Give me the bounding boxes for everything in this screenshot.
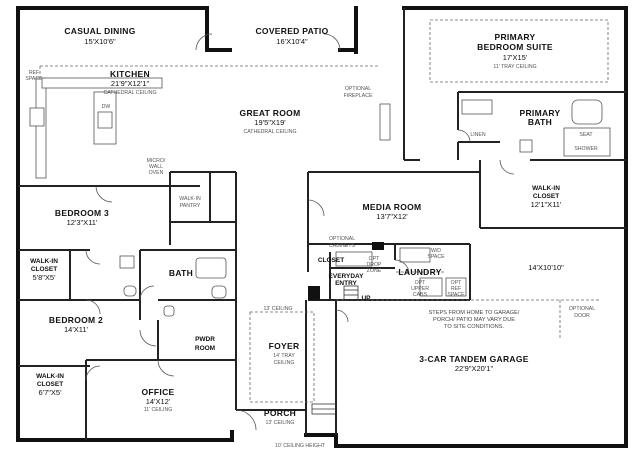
optional-door-label-1: OPTIONAL (569, 306, 595, 312)
micro-label-3: OVEN (149, 170, 164, 176)
laundry-name: LAUNDRY (398, 267, 441, 277)
primary-suite-name-2: BEDROOM SUITE (477, 42, 553, 52)
opt-drop-label-1: OPT (369, 256, 380, 262)
optional-fireplace-label-2: FIREPLACE (344, 93, 373, 99)
casual-dining-dim: 15'X10'6" (84, 37, 116, 46)
kitchen-dim: 21'9"X12'1" (111, 79, 150, 88)
pwdr-name-1: PWDR (195, 336, 215, 343)
great-room-dim: 19'5"X19' (254, 118, 286, 127)
optional-door-label-2: DOOR (574, 313, 590, 319)
primary-suite-note: 11' TRAY CEILING (493, 64, 536, 70)
porch-name: PORCH (264, 408, 296, 418)
ceiling-height-note: 10' CEILING HEIGHT (275, 443, 326, 449)
covered-patio-dim: 16'X10'4" (276, 37, 308, 46)
walkin-primary-name-1: WALK-IN (532, 185, 560, 192)
media-room-dim: 13'7"X12' (376, 212, 408, 221)
steps-note-1: STEPS FROM HOME TO GARAGE/ (429, 310, 520, 316)
kitchen-name: KITCHEN (110, 69, 150, 79)
dw-label: DW (102, 104, 111, 110)
steps-note-3: TO SITE CONDITIONS. (444, 324, 504, 330)
stairs (311, 285, 359, 415)
office-dim: 14'X12' (146, 397, 171, 406)
micro-label-1: MICRO/ (147, 158, 166, 164)
everyday-entry-name-1: EVERYDAY (329, 273, 365, 280)
linen-label: LINEN (470, 132, 486, 138)
fixtures (29, 77, 611, 317)
bedroom3-name: BEDROOM 3 (55, 208, 109, 218)
opt-ref-label-3: SPACE (447, 292, 465, 298)
room-labels: CASUAL DINING 15'X10'6" COVERED PATIO 16… (30, 26, 564, 426)
foyer-name: FOYER (269, 341, 300, 351)
ref-space-label-2: SPACE (25, 76, 43, 82)
seat-label: SEAT (579, 132, 593, 138)
walkin-pantry-name-1: WALK-IN (179, 196, 201, 202)
opt-drop-label-2: DROP (367, 262, 383, 268)
covered-patio-name: COVERED PATIO (255, 26, 328, 36)
great-room-name: GREAT ROOM (240, 108, 301, 118)
wall-accents (308, 242, 384, 300)
closet-name: CLOSET (318, 257, 344, 264)
great-room-note: CATHEDRAL CEILING (243, 129, 296, 135)
walkin-6-name-1: WALK-IN (36, 373, 64, 380)
shower-label: SHOWER (574, 146, 598, 152)
opt-ref-label-2: REF (451, 286, 461, 292)
bedroom2-dim: 14'X11' (64, 325, 89, 334)
casual-dining-name: CASUAL DINING (64, 26, 135, 36)
media-room-name: MEDIA ROOM (363, 202, 422, 212)
walkin-pantry-name-2: PANTRY (180, 203, 201, 209)
primary-suite-dim: 17'X15' (503, 53, 528, 62)
garage-name: 3-CAR TANDEM GARAGE (419, 354, 528, 364)
opt-drop-label-3: ZONE (367, 268, 382, 274)
opt-ref-label-1: OPT (451, 280, 462, 286)
primary-bath-name-2: BATH (528, 117, 552, 127)
walkin-primary-dim: 12'1"X11' (531, 200, 562, 209)
office-note: 11' CEILING (144, 407, 173, 413)
primary-bath-name-1: PRIMARY (520, 108, 561, 118)
bedroom2-name: BEDROOM 2 (49, 315, 103, 325)
opt-upper-label-2: UPPER (411, 286, 429, 292)
up-label: UP (361, 295, 371, 302)
opt-upper-label-3: CABS (413, 292, 428, 298)
ref-space-label-1: REF (29, 70, 39, 76)
walkin-6-dim: 6'7"X5' (38, 388, 62, 397)
kitchen-note: CATHEDRAL CEILING (103, 90, 156, 96)
exterior-walls (16, 6, 628, 448)
door-swings (85, 33, 515, 431)
garage-bay-dim: 14'X10'10" (528, 263, 564, 272)
optional-cabinets-label-2: CABINETS (329, 243, 355, 249)
porch-note: 13' CEILING (266, 420, 295, 426)
foyer-note-2: CEILING (274, 360, 295, 366)
walkin-6-name-2: CLOSET (37, 381, 63, 388)
steps-note-2: PORCH/ PATIO MAY VARY DUE (433, 317, 515, 323)
wd-label-2: SPACE (427, 254, 445, 260)
walkin-primary-name-2: CLOSET (533, 193, 559, 200)
walkin-5-name-2: CLOSET (31, 266, 57, 273)
office-name: OFFICE (142, 387, 175, 397)
foyer-note-1: 14' TRAY (273, 353, 295, 359)
optional-cabinets-label-1: OPTIONAL (329, 236, 355, 242)
opt-upper-label-1: OPT (415, 280, 426, 286)
micro-label-2: WALL (149, 164, 163, 170)
everyday-entry-name-2: ENTRY (335, 280, 357, 287)
walkin-5-dim: 5'8"X5' (32, 273, 56, 282)
garage-dim: 22'9"X20'1" (455, 364, 494, 373)
optional-fireplace-label-1: OPTIONAL (345, 86, 371, 92)
annotations: REF SPACE DW OPTIONAL FIREPLACE MICRO/ W… (25, 70, 598, 449)
walkin-5-name-1: WALK-IN (30, 258, 58, 265)
primary-suite-name-1: PRIMARY (495, 32, 536, 42)
bedroom3-dim: 12'3"X11' (67, 218, 98, 227)
pwdr-name-2: ROOM (195, 345, 215, 352)
wd-label-1: W/D (431, 248, 441, 254)
bath-name: BATH (169, 268, 193, 278)
ceiling-13-label: 13' CEILING (264, 306, 293, 312)
